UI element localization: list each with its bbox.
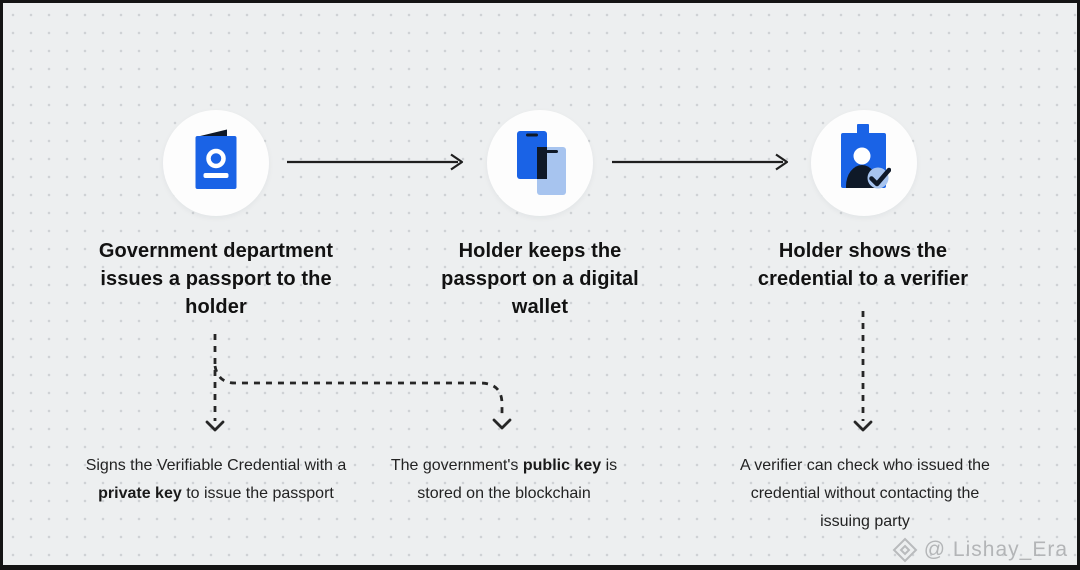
note-text: Signs the Verifiable Credential with a [85,457,347,474]
watermark: @ Lishay_Era [892,537,1068,563]
diamond-logo-icon [892,537,918,563]
note-text: is stored on the blockchain [417,457,618,502]
frame-bottom-edge [0,565,1080,570]
note-text: The government's [390,457,523,474]
note-text: A verifier can check who issued the cred… [740,457,990,530]
passport-icon [195,129,237,189]
flow-arrow-holder-to-verifier [612,153,789,171]
dashed-arrow-verifier-check [853,311,873,432]
note-public-key: The government's public key is stored on… [369,452,639,508]
note-verifier-check: A verifier can check who issued the cred… [735,452,995,536]
digital-wallet-icon [517,131,566,195]
flow-arrow-issuer-to-holder [287,153,464,171]
frame-left-edge [0,0,3,570]
note-bold-public-key: public key [522,457,602,474]
watermark-handle: @ Lishay_Era [923,538,1068,561]
frame-top-edge [0,0,1080,3]
note-bold-private-key: private key [98,485,182,502]
frame-right-edge [1077,0,1080,570]
step-title-holder: Holder keeps the passport on a digital w… [441,240,639,318]
id-badge-check-icon [841,124,891,189]
dashed-arrow-private-key [205,334,225,432]
note-private-key: Signs the Verifiable Credential with a p… [76,452,356,508]
step-title-issuer: Government department issues a passport … [98,240,334,318]
dashed-arrow-public-key [213,365,512,430]
step-title-verifier: Holder shows the credential to a verifie… [757,240,969,290]
note-text: to issue the passport [181,485,334,502]
